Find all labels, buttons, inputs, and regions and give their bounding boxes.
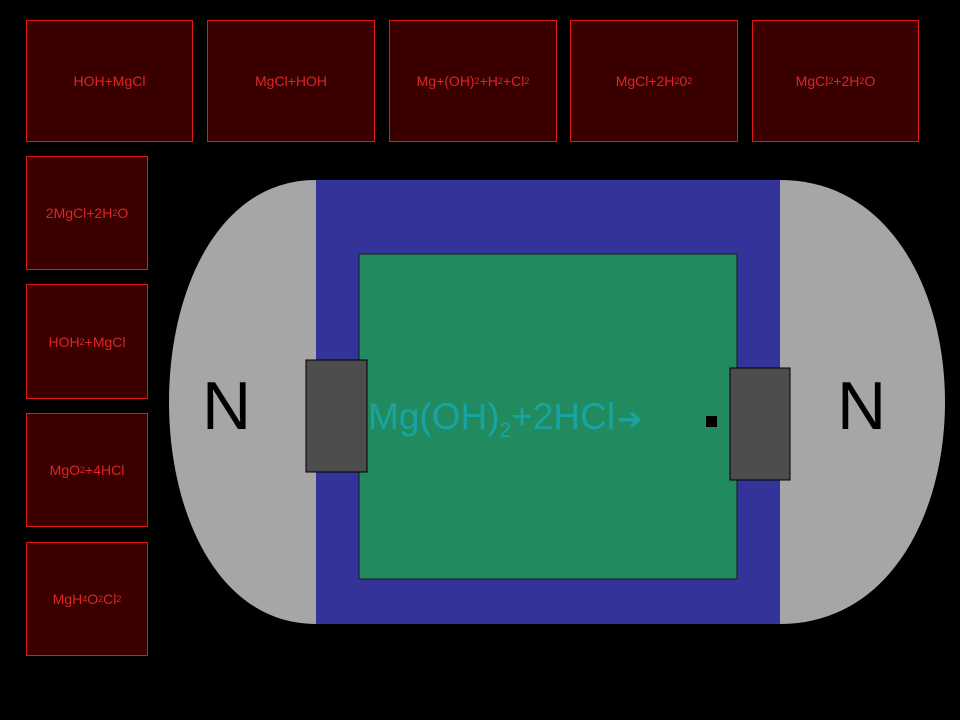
answer-card-mgcl-hoh[interactable]: MgCl+HOH — [207, 20, 375, 142]
right-pole-label: N — [837, 368, 887, 444]
left-magnet-pole — [169, 180, 316, 624]
right-clamp[interactable] — [729, 367, 791, 481]
reaction-field — [358, 253, 738, 580]
arrow-right-icon: ➔ — [617, 402, 643, 437]
right-magnet-pole — [780, 180, 945, 624]
answer-card-hoh-mgcl[interactable]: HOH+MgCl — [26, 20, 193, 142]
reactants: Mg(OH)2+2HCl — [368, 396, 616, 442]
reaction-equation: Mg(OH)2+2HCl➔ — [368, 398, 642, 448]
answer-drop-slot[interactable] — [706, 416, 717, 427]
left-clamp — [305, 359, 368, 473]
left-pole-label: N — [202, 368, 252, 444]
